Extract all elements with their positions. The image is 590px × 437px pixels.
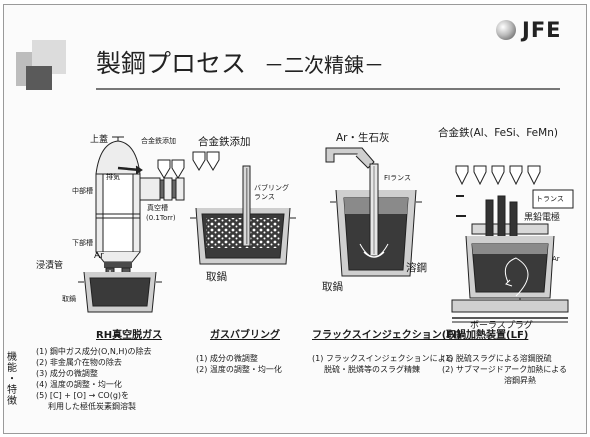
list-item: (2) サブマージドアーク加熱による <box>442 365 567 374</box>
list-item: (5) [C] + [O] → CO(g)を <box>36 391 130 400</box>
jfe-logo: JFE <box>496 18 562 42</box>
gb-lance-label: バブリングランス <box>254 184 289 201</box>
ladle-furnace-diagram <box>451 165 574 323</box>
list-item: (4) 温度の調整・均一化 <box>36 380 122 389</box>
gb-bubbling-lance <box>242 165 251 247</box>
list-item: 脱硫・脱燐等のスラグ精錬 <box>324 365 420 374</box>
rh-exhaust-duct <box>117 165 185 201</box>
fi-ladle-label: 取鍋 <box>322 281 343 293</box>
side-char: 機 <box>7 352 17 363</box>
rh-middle-tank-label: 中部槽 <box>72 187 93 195</box>
rh-ladle-label: 取鍋 <box>62 295 76 303</box>
list-item: (2) 非金属介在物の除去 <box>36 358 122 367</box>
page-title: 製鋼プロセス －二次精錬－ <box>96 44 384 80</box>
title-subtitle: －二次精錬－ <box>264 53 385 77</box>
lf-alloy-label: 合金鉄(Al、FeSi、FeMn) <box>438 127 558 139</box>
gas-bubbling-diagram <box>190 151 296 265</box>
side-char: ・ <box>7 374 17 385</box>
rh-vacuum-vessel <box>95 136 141 268</box>
list-item: (3) 成分の微調整 <box>36 369 98 378</box>
rh-degasser-diagram <box>78 136 185 313</box>
lf-graphite-electrodes <box>485 195 518 247</box>
gb-alloy-hoppers <box>192 151 220 171</box>
lf-ar-label: Ar <box>552 255 560 263</box>
list-item: 溶鋼昇熱 <box>504 376 536 385</box>
corner-decoration <box>16 40 66 90</box>
lf-alloy-hoppers <box>455 165 541 186</box>
gb-alloy-label: 合金鉄添加 <box>198 136 251 148</box>
rh-caption: RH真空脱ガス <box>96 330 163 341</box>
side-char: 能 <box>7 363 17 374</box>
list-item: 利用した極低炭素鋼溶製 <box>48 402 136 411</box>
fi-flux-label: Ar・生石灰 <box>336 132 390 144</box>
fi-feed-pipe <box>325 147 375 169</box>
rh-vacuum-pressure-label: (0.1Torr) <box>146 214 176 222</box>
title-rule <box>96 88 560 90</box>
logo-text: JFE <box>522 18 562 42</box>
rh-exhaust-label: 排気 <box>106 173 120 181</box>
list-item: (1) 成分の微調整 <box>196 354 258 363</box>
flux-injection-diagram <box>325 147 422 277</box>
gb-caption: ガスバブリング <box>210 330 280 341</box>
fi-caption: フラックスインジェクション(FI) <box>312 330 462 341</box>
lf-caption: 取鍋加熱装置(LF) <box>446 330 529 341</box>
gb-function-list: (1) 成分の微調整 (2) 温度の調整・均一化 <box>196 353 282 375</box>
side-char: 特 <box>7 385 17 396</box>
fi-lance-label: FIランス <box>384 174 411 182</box>
side-char: 徴 <box>7 396 17 407</box>
rh-vacuum-tank-label: 真空槽 <box>147 204 168 212</box>
list-item: (1) 鋼中ガス成分(O,N,H)の除去 <box>36 347 152 356</box>
rh-alloy-label: 合金鉄添加 <box>141 137 176 145</box>
fi-lance <box>359 163 389 258</box>
function-side-label: 機 能 ・ 特 徴 <box>6 352 18 407</box>
rh-ladle <box>78 271 162 313</box>
list-item: (1) 脱硫スラグによる溶鋼脱硫 <box>442 354 552 363</box>
rh-alloy-hoppers <box>157 159 185 179</box>
list-item: (2) 温度の調整・均一化 <box>196 365 282 374</box>
fi-molten-steel-label: 溶鋼 <box>406 262 427 274</box>
lf-transformer <box>532 189 574 209</box>
rh-function-list: (1) 鋼中ガス成分(O,N,H)の除去 (2) 非金属介在物の除去 (3) 成… <box>36 346 152 412</box>
title-main: 製鋼プロセス <box>96 49 247 78</box>
lf-ladle <box>465 235 555 304</box>
rh-lower-tank-label: 下部槽 <box>72 239 93 247</box>
fi-function-list: (1) フラックスインジェクションによる 脱硫・脱燐等のスラグ精錬 <box>312 353 453 375</box>
logo-mark-icon <box>496 20 516 40</box>
lf-function-list: (1) 脱硫スラグによる溶鋼脱硫 (2) サブマージドアーク加熱による 溶鋼昇熱 <box>442 353 567 386</box>
rh-upper-lid-label: 上蓋 <box>90 135 109 145</box>
list-item: (1) フラックスインジェクションによる <box>312 354 454 363</box>
lf-transformer-label: トランス <box>536 195 564 203</box>
gb-ladle-label: 取鍋 <box>206 271 227 283</box>
lf-electrode-label: 黒鉛電極 <box>524 213 561 223</box>
rh-ar-label: Ar <box>94 251 104 261</box>
lf-car-base <box>451 299 569 323</box>
lf-porous-plug-label: ポーラスプラグ <box>470 321 533 331</box>
rh-snorkel-label: 浸漬管 <box>36 261 64 271</box>
